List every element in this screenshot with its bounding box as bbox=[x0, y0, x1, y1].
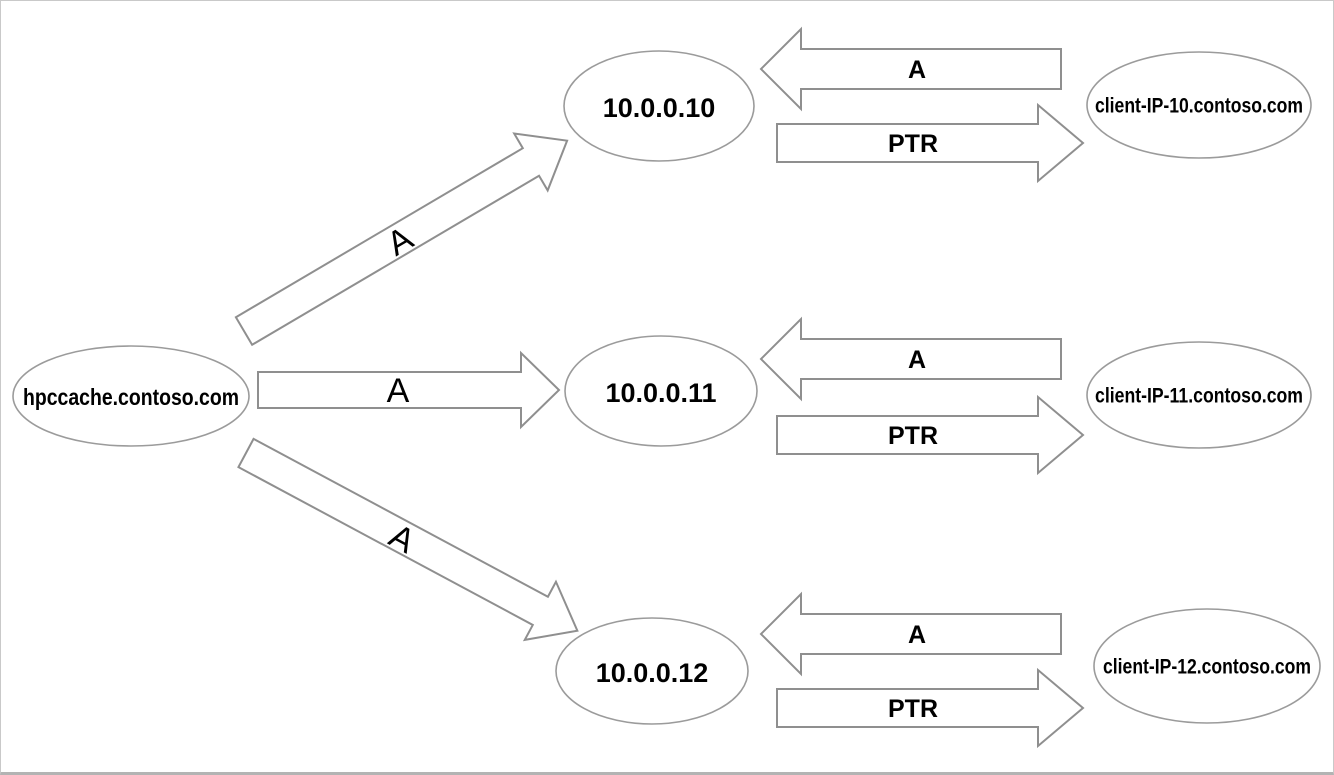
arrow-a-client11-to-ip11-label: A bbox=[908, 346, 926, 374]
arrow-a-client10-to-ip10: A bbox=[759, 26, 1062, 112]
node-ip-10-shape bbox=[563, 50, 755, 162]
arrow-a-hpccache-to-ip11: A bbox=[257, 350, 561, 430]
arrow-ptr-ip10-to-client10-label: PTR bbox=[888, 130, 938, 158]
arrow-a-client10-to-ip10-shape bbox=[759, 26, 1062, 112]
arrow-ptr-ip12-to-client12-label: PTR bbox=[888, 695, 938, 723]
node-ip-11-label: 10.0.0.11 bbox=[605, 378, 716, 408]
arrow-a-client12-to-ip12-label: A bbox=[908, 621, 926, 649]
arrow-a-client12-to-ip12-shape bbox=[759, 591, 1062, 677]
node-ip-12-label: 10.0.0.12 bbox=[596, 658, 709, 688]
arrow-a-hpccache-to-ip11-label: A bbox=[387, 372, 410, 410]
node-client-12: client-IP-12.contoso.com bbox=[1093, 608, 1321, 724]
node-client-12-label: client-IP-12.contoso.com bbox=[1103, 656, 1311, 679]
node-client-10-label: client-IP-10.contoso.com bbox=[1095, 95, 1303, 118]
arrow-a-client10-to-ip10-label: A bbox=[908, 56, 926, 84]
arrow-ptr-ip10-to-client10: PTR bbox=[776, 102, 1085, 184]
arrow-ptr-ip12-to-client12-shape bbox=[776, 667, 1085, 749]
node-ip-12: 10.0.0.12 bbox=[555, 617, 749, 725]
node-hpccache-label: hpccache.contoso.com bbox=[23, 384, 239, 410]
arrow-ptr-ip11-to-client11: PTR bbox=[776, 394, 1085, 476]
node-hpccache: hpccache.contoso.com bbox=[12, 345, 250, 447]
node-client-10: client-IP-10.contoso.com bbox=[1086, 51, 1312, 159]
arrow-a-hpccache-to-ip12: A bbox=[237, 437, 579, 642]
arrow-a-hpccache-to-ip10-shape bbox=[234, 132, 569, 347]
node-client-11-shape bbox=[1086, 341, 1312, 449]
arrow-a-client12-to-ip12: A bbox=[759, 591, 1062, 677]
arrow-ptr-ip12-to-client12: PTR bbox=[776, 667, 1085, 749]
node-ip-10-label: 10.0.0.10 bbox=[603, 93, 716, 123]
arrow-a-hpccache-to-ip12-shape bbox=[237, 437, 579, 642]
node-client-12-shape bbox=[1093, 608, 1321, 724]
arrow-a-client11-to-ip11-shape bbox=[759, 316, 1062, 402]
node-client-11: client-IP-11.contoso.com bbox=[1086, 341, 1312, 449]
node-hpccache-shape bbox=[12, 345, 250, 447]
arrow-a-hpccache-to-ip10: A bbox=[234, 132, 569, 347]
arrow-ptr-ip11-to-client11-label: PTR bbox=[888, 422, 938, 450]
node-ip-11: 10.0.0.11 bbox=[564, 335, 758, 447]
node-client-10-shape bbox=[1086, 51, 1312, 159]
arrow-a-client11-to-ip11: A bbox=[759, 316, 1062, 402]
node-ip-10: 10.0.0.10 bbox=[563, 50, 755, 162]
arrow-ptr-ip11-to-client11-shape bbox=[776, 394, 1085, 476]
arrow-ptr-ip10-to-client10-shape bbox=[776, 102, 1085, 184]
node-client-11-label: client-IP-11.contoso.com bbox=[1095, 385, 1303, 408]
node-ip-12-shape bbox=[555, 617, 749, 725]
node-ip-11-shape bbox=[564, 335, 758, 447]
arrow-a-hpccache-to-ip11-shape bbox=[257, 350, 561, 430]
